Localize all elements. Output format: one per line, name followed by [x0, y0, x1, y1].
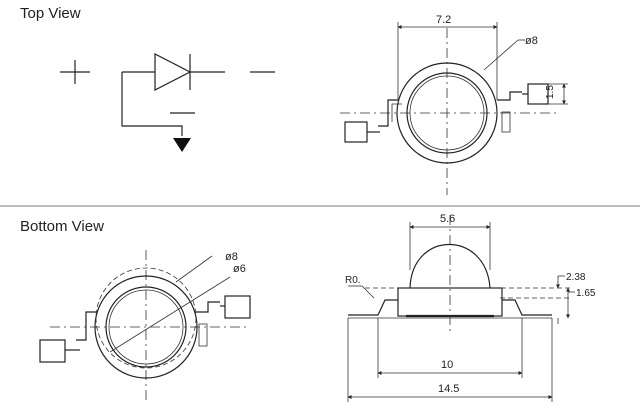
dim-lens-width: 5.6 [440, 213, 455, 225]
dim-height-body: 1.65 [576, 288, 596, 299]
dim-top-diameter: ø8 [525, 35, 538, 47]
dim-lead-outer: 14.5 [438, 383, 459, 395]
dim-bottom-outer: ø8 [225, 251, 238, 263]
diode-triangle [154, 53, 192, 91]
dim-top-pad: 1.5 [545, 85, 556, 99]
lens-dome [409, 243, 491, 289]
dim-top-width: 7.2 [436, 14, 451, 26]
bottom-view-led [39, 250, 251, 404]
ground-arrow [173, 138, 191, 152]
diode-schematic [60, 53, 275, 152]
top-view-led [340, 22, 568, 195]
top-view-title: Top View [20, 5, 81, 22]
dim-height-total: 2.38 [566, 272, 586, 283]
dim-radius: R0. [345, 275, 361, 286]
bottom-view-title: Bottom View [20, 218, 104, 235]
dim-bottom-inner: ø6 [233, 263, 246, 275]
side-view-led [347, 215, 575, 402]
dim-lead-inner: 10 [441, 359, 453, 371]
